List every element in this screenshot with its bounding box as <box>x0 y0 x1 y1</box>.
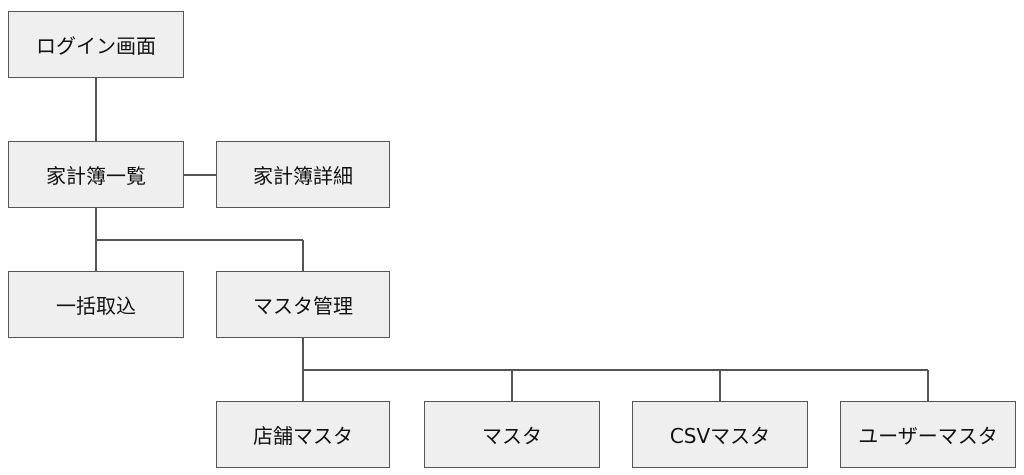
node-bulk-import: 一括取込 <box>8 271 184 338</box>
node-login: ログイン画面 <box>8 11 184 78</box>
node-user-master: ユーザーマスタ <box>840 401 1016 468</box>
node-ledger-detail: 家計簿詳細 <box>216 141 390 208</box>
node-store-master: 店舗マスタ <box>216 401 390 468</box>
node-csv-master: CSVマスタ <box>632 401 808 468</box>
node-master-admin: マスタ管理 <box>216 271 390 338</box>
node-ledger-list: 家計簿一覧 <box>8 141 184 208</box>
node-master: マスタ <box>424 401 600 468</box>
